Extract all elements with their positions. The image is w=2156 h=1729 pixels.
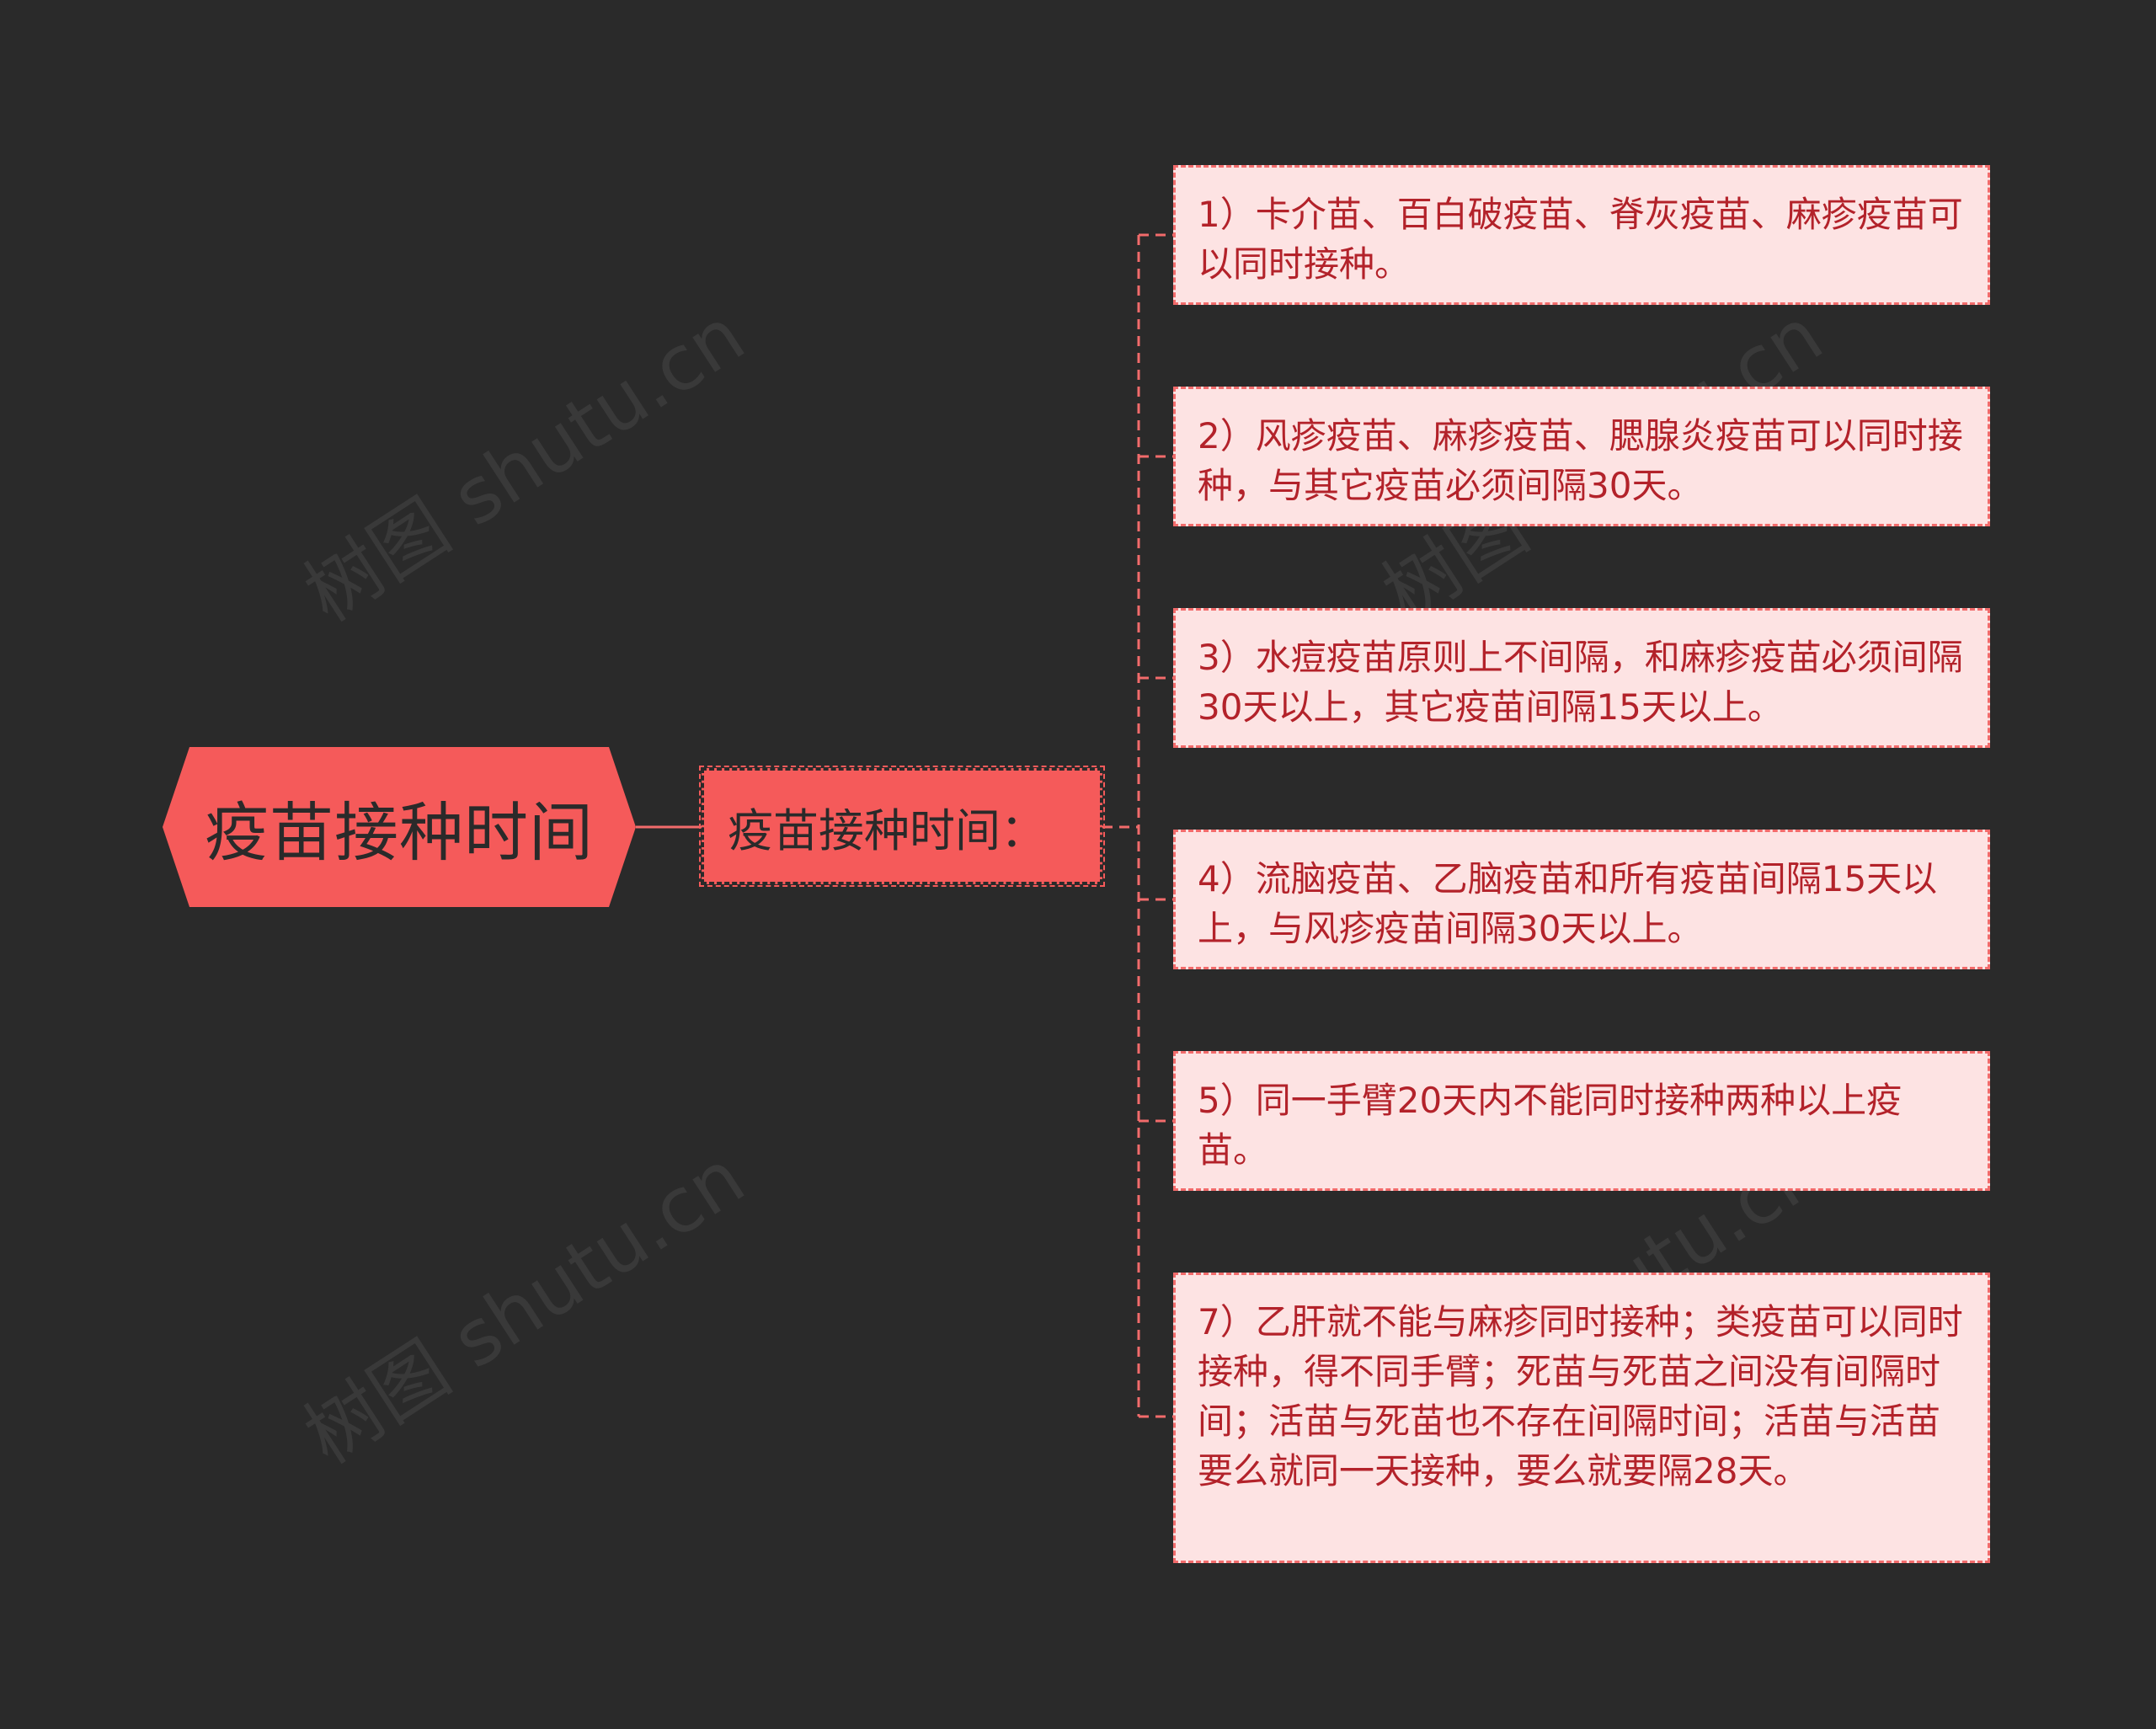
- root-topic[interactable]: 疫苗接种时间: [163, 747, 636, 907]
- root-topic-label: 疫苗接种时间: [205, 795, 594, 870]
- subtopic-label: 疫苗接种时间：: [728, 803, 1046, 857]
- subtopic-node[interactable]: 疫苗接种时间：: [699, 766, 1105, 887]
- leaf-text: 7）乙肝就不能与麻疹同时接种；类疫苗可以同时接种，得不同手臂；死苗与死苗之间没有…: [1198, 1301, 1963, 1492]
- leaf-text: 2）风疹疫苗、麻疹疫苗、腮腺炎疫苗可以同时接种，与其它疫苗必须间隔30天。: [1198, 415, 1963, 506]
- leaf-node-4[interactable]: 4）流脑疫苗、乙脑疫苗和所有疫苗间隔15天以上，与风疹疫苗间隔30天以上。: [1173, 830, 1990, 969]
- leaf-node-3[interactable]: 3）水痘疫苗原则上不间隔，和麻疹疫苗必须间隔30天以上，其它疫苗间隔15天以上。: [1173, 608, 1990, 748]
- leaf-text: 4）流脑疫苗、乙脑疫苗和所有疫苗间隔15天以上，与风疹疫苗间隔30天以上。: [1198, 858, 1938, 949]
- leaf-text: 1）卡介苗、百白破疫苗、脊灰疫苗、麻疹疫苗可以同时接种。: [1198, 194, 1963, 285]
- leaf-node-1[interactable]: 1）卡介苗、百白破疫苗、脊灰疫苗、麻疹疫苗可以同时接种。: [1173, 165, 1990, 305]
- leaf-node-5[interactable]: 5）同一手臂20天内不能同时接种两种以上疫苗。: [1173, 1051, 1990, 1191]
- leaf-node-2[interactable]: 2）风疹疫苗、麻疹疫苗、腮腺炎疫苗可以同时接种，与其它疫苗必须间隔30天。: [1173, 387, 1990, 526]
- leaf-text: 3）水痘疫苗原则上不间隔，和麻疹疫苗必须间隔30天以上，其它疫苗间隔15天以上。: [1198, 637, 1963, 728]
- leaf-node-6[interactable]: 7）乙肝就不能与麻疹同时接种；类疫苗可以同时接种，得不同手臂；死苗与死苗之间没有…: [1173, 1273, 1990, 1563]
- leaf-text: 5）同一手臂20天内不能同时接种两种以上疫苗。: [1198, 1080, 1903, 1171]
